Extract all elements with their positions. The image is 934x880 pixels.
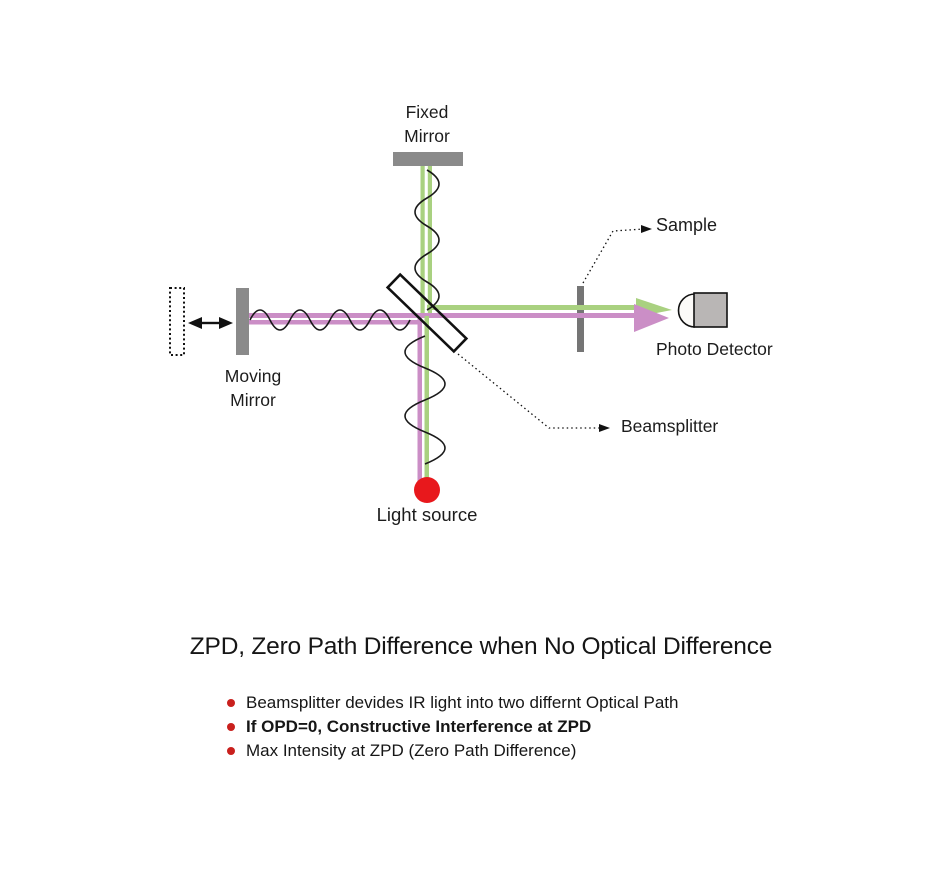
moving-mirror-beam xyxy=(249,313,640,325)
source-arm-wave xyxy=(404,335,446,465)
photo-detector-label: Photo Detector xyxy=(656,339,773,359)
beamsplitter-label: Beamsplitter xyxy=(621,416,719,436)
moving-mirror-label-line2: Mirror xyxy=(230,390,276,410)
photo-detector xyxy=(677,292,728,328)
bullet-list: Beamsplitter devides IR light into two d… xyxy=(227,691,678,763)
beamsplitter-callout xyxy=(457,353,610,432)
bullet-dot-icon xyxy=(227,699,235,707)
fixed-mirror-label: Fixed Mirror xyxy=(377,100,477,148)
mirror-travel-arrow-icon xyxy=(188,317,233,329)
beamsplitter-plate xyxy=(385,272,469,354)
sample-callout xyxy=(582,225,652,284)
bullet-dot-icon xyxy=(227,723,235,731)
fixed-arm-wave xyxy=(414,169,440,311)
fixed-mirror xyxy=(393,152,463,166)
moving-mirror xyxy=(236,288,249,355)
bullet-text: Beamsplitter devides IR light into two d… xyxy=(246,693,679,712)
bullet-text: If OPD=0, Constructive Interference at Z… xyxy=(246,717,592,736)
sample-label: Sample xyxy=(656,215,718,235)
fixed-mirror-beam xyxy=(420,166,432,316)
bullet-text: Max Intensity at ZPD (Zero Path Differen… xyxy=(246,741,577,760)
sample-bar xyxy=(577,286,584,352)
detector-beam-pink xyxy=(634,304,669,332)
interferometer-diagram xyxy=(169,152,728,503)
bullet-item: Max Intensity at ZPD (Zero Path Differen… xyxy=(227,739,678,763)
moving-mirror-label: Moving Mirror xyxy=(193,364,313,412)
moving-mirror-ghost-outline xyxy=(169,287,185,356)
moving-mirror-label-line1: Moving xyxy=(224,366,282,386)
bullet-item: Beamsplitter devides IR light into two d… xyxy=(227,691,678,715)
light-source-dot xyxy=(414,477,440,503)
bullet-item: If OPD=0, Constructive Interference at Z… xyxy=(227,715,678,739)
caption-title: ZPD, Zero Path Difference when No Optica… xyxy=(189,633,773,660)
fixed-mirror-label-line1: Fixed xyxy=(405,102,449,122)
light-source-label: Light source xyxy=(376,504,478,525)
fixed-mirror-label-line2: Mirror xyxy=(404,126,450,146)
bullet-dot-icon xyxy=(227,747,235,755)
moving-arm-wave xyxy=(249,309,411,331)
